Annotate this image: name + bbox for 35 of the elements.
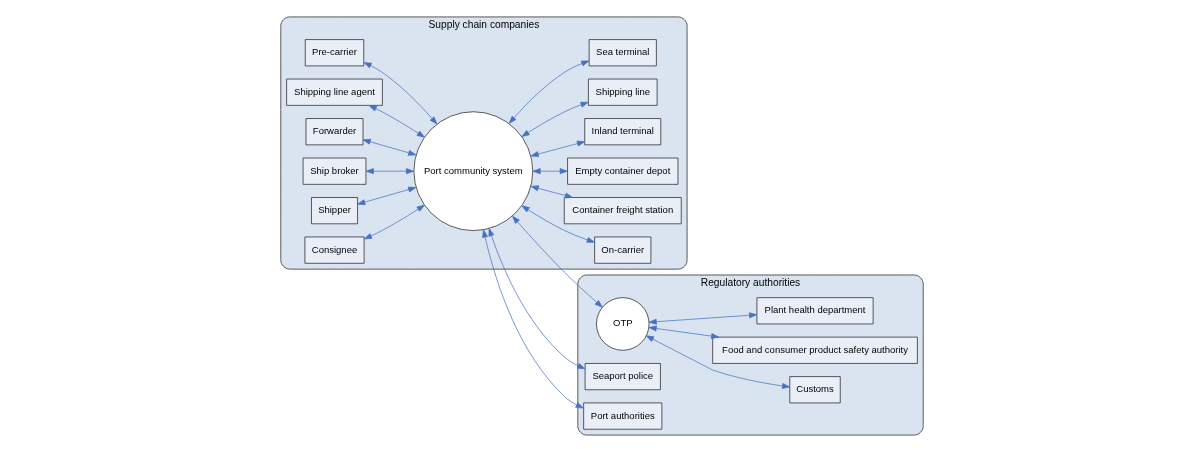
node-box: Sea terminal — [588, 39, 657, 67]
node-box: Inland terminal — [583, 118, 661, 146]
arrow — [356, 186, 416, 206]
node-box: Consignee — [304, 236, 364, 264]
node-box: Container freight station — [563, 197, 682, 225]
node-box: Shipping line agent — [285, 78, 383, 106]
arrow — [508, 60, 589, 124]
arrow — [511, 215, 603, 308]
arrow — [521, 205, 595, 243]
arrow — [532, 168, 568, 175]
arrow — [648, 325, 719, 339]
node-box: Empty container depot — [566, 157, 678, 185]
node-box: On-carrier — [593, 236, 651, 264]
arrow — [530, 140, 585, 157]
arrow — [488, 228, 585, 370]
node-box: Shipping line — [587, 78, 657, 106]
node-box: Plant health department — [756, 297, 873, 325]
arrow — [530, 185, 573, 199]
arrow — [481, 229, 584, 409]
arrow — [645, 335, 790, 389]
arrow — [521, 101, 589, 137]
node-box: Pre-carrier — [304, 39, 364, 67]
arrow — [368, 105, 425, 138]
arrow — [362, 138, 416, 156]
node-box: Seaport police — [584, 363, 661, 391]
node-box: Forwarder — [305, 118, 363, 146]
node-box: Customs — [788, 376, 841, 404]
node-box: Port authorities — [582, 402, 662, 430]
arrow — [648, 312, 757, 325]
arrow — [365, 168, 414, 175]
arrow — [363, 204, 425, 240]
node-box: Shipper — [310, 197, 358, 225]
node-box: Ship broker — [302, 157, 366, 185]
arrow — [363, 62, 437, 125]
node-box: Food and consumer product safety authority — [711, 336, 918, 364]
